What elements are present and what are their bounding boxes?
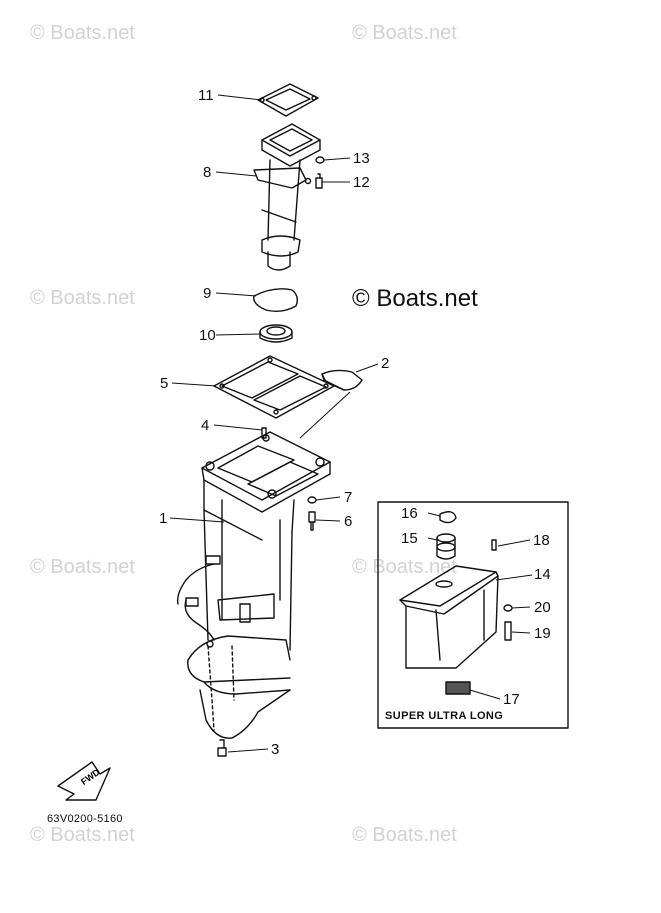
callout-13: 13 (353, 150, 370, 167)
part-8-exhaust-guide (253, 123, 321, 271)
inset-title: SUPER ULTRA LONG (385, 710, 504, 722)
part-5-gasket (213, 355, 335, 419)
callout-14: 14 (534, 566, 551, 583)
part-18-pin (491, 539, 497, 551)
callout-11: 11 (198, 87, 214, 104)
inset-frame (377, 501, 569, 729)
fwd-arrow (57, 761, 111, 801)
part-13-washer (315, 156, 325, 164)
watermark-mid-left: © Boats.net (30, 287, 135, 309)
callout-15: 15 (401, 530, 418, 547)
part-15-bushing (436, 533, 456, 560)
callout-7: 7 (344, 489, 353, 506)
callout-16: 16 (401, 505, 418, 522)
watermark-bottom-right: © Boats.net (352, 824, 457, 846)
callout-9: 9 (203, 285, 212, 302)
callout-1: 1 (159, 510, 168, 527)
callout-4: 4 (201, 417, 210, 434)
callout-6: 6 (344, 513, 353, 530)
callout-18: 18 (533, 532, 550, 549)
part-3-screw (217, 739, 227, 757)
callout-8: 8 (203, 164, 212, 181)
part-14-extension (399, 565, 499, 669)
callout-10: 10 (199, 327, 216, 344)
part-10-rubber-seal (259, 324, 293, 343)
watermark-top-left: © Boats.net (30, 22, 135, 44)
part-11-gasket (257, 83, 319, 117)
part-6-bolt (308, 511, 316, 531)
callout-3: 3 (271, 741, 280, 758)
part-1-upper-casing (176, 431, 331, 739)
callout-2: 2 (381, 355, 390, 372)
part-16-clip (439, 511, 457, 524)
callout-12: 12 (353, 174, 370, 191)
part-17-plate (445, 681, 471, 695)
part-20-washer (503, 604, 513, 612)
part-12-bolt (315, 173, 323, 189)
part-4-dowel (261, 427, 267, 439)
callout-17: 17 (503, 691, 520, 708)
watermark-top-right: © Boats.net (352, 22, 457, 44)
part-19-bolt (504, 621, 512, 641)
watermark-low-left: © Boats.net (30, 556, 135, 578)
callout-5: 5 (160, 375, 169, 392)
watermark-main: © Boats.net (352, 285, 478, 312)
part-2-cover (321, 369, 363, 391)
diagram-code: 63V0200-5160 (47, 813, 123, 825)
part-7-washer (307, 496, 317, 504)
callout-20: 20 (534, 599, 551, 616)
part-9-seal (253, 288, 299, 313)
watermark-bottom-left: © Boats.net (30, 824, 135, 846)
callout-19: 19 (534, 625, 551, 642)
